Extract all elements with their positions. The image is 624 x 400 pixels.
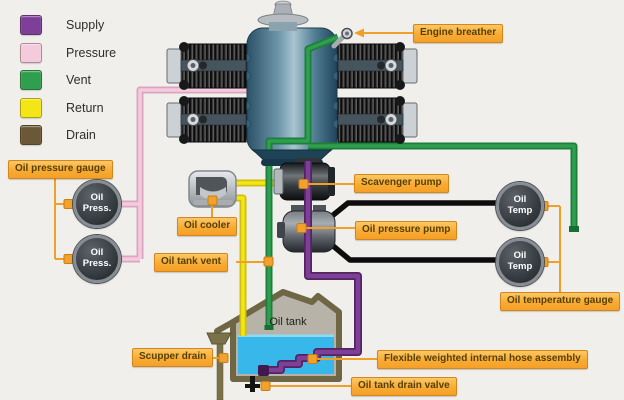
oil-tank-drain-valve: [245, 376, 260, 392]
supply-line: [304, 161, 362, 356]
scupper-drain-pipe: [206, 332, 232, 400]
vent-line: [265, 33, 579, 288]
vent-pipe-outlet: [264, 325, 274, 330]
oil-tank-title: Oil tank: [269, 316, 307, 328]
oil-temperature-gauge-2: Oil Temp: [496, 238, 544, 286]
engine-breather-fitting: [331, 27, 353, 49]
gauge-text: Press.: [82, 203, 112, 214]
legend-label-drain: Drain: [66, 128, 96, 142]
gauge-text: Temp: [507, 205, 533, 216]
oil-cooler: [188, 170, 237, 208]
label-oil-tank-vent: Oil tank vent: [154, 253, 229, 272]
legend-row-supply: Supply: [20, 15, 116, 35]
label-oil-tank-drain-valve: Oil tank drain valve: [351, 377, 457, 396]
oil-temp-cables: [330, 200, 498, 263]
flexible-weighted-hose: [258, 348, 342, 376]
legend-label-supply: Supply: [66, 18, 105, 32]
legend-label-pressure: Pressure: [66, 45, 117, 60]
cylinder-right-lower: [337, 96, 418, 144]
label-oil-pressure-pump: Oil pressure pump: [355, 221, 458, 240]
legend-row-drain: Drain: [20, 125, 116, 145]
legend-label-return: Return: [66, 100, 104, 115]
gauge-text: Oil: [90, 192, 104, 204]
vent-color-swatch: [20, 70, 42, 90]
supply-color-swatch: [20, 15, 42, 35]
drain-color-swatch: [20, 125, 42, 145]
return-color-swatch: [20, 97, 42, 118]
label-oil-temperature-gauge: Oil temperature gauge: [500, 292, 621, 311]
return-line: [232, 179, 284, 292]
label-flexible-hose: Flexible weighted internal hose assembly: [377, 350, 588, 369]
cylinder-left-lower: [166, 96, 247, 144]
overboard-vent-outlet: [569, 226, 579, 232]
hose-weight: [258, 365, 269, 376]
label-scavenger-pump: Scavenger pump: [354, 174, 449, 193]
legend-label-vent: Vent: [66, 73, 92, 87]
cylinder-left-upper: [166, 42, 247, 90]
label-oil-cooler: Oil cooler: [177, 217, 238, 236]
oil-temperature-gauge-1: Oil Temp: [496, 182, 544, 230]
label-scupper-drain: Scupper drain: [132, 348, 214, 367]
callout-connectors: [54, 28, 561, 391]
legend-row-return: Return: [20, 97, 116, 118]
tank-pipe-ends: [239, 286, 274, 336]
label-oil-pressure-gauge: Oil pressure gauge: [8, 160, 113, 179]
gauge-text: Oil: [513, 250, 527, 262]
legend: Supply Pressure Vent Return Drain: [20, 15, 117, 154]
legend-row-vent: Vent: [20, 70, 116, 90]
legend-row-pressure: Pressure: [20, 42, 117, 63]
oil-pressure-gauge-2: Oil Press.: [73, 235, 121, 283]
oil-tank: [206, 289, 342, 400]
propeller-hub: [257, 0, 309, 31]
breather-arrowhead: [354, 28, 364, 38]
oil-level: [238, 336, 334, 374]
pressure-color-swatch: [20, 42, 42, 63]
gauge-text: Oil: [513, 194, 527, 206]
gauge-text: Oil: [90, 247, 104, 259]
oil-pressure-gauge-1: Oil Press.: [73, 180, 121, 228]
gauge-text: Temp: [507, 261, 533, 272]
label-engine-breather: Engine breather: [413, 24, 504, 43]
cylinder-right-upper: [337, 42, 418, 90]
gauge-text: Press.: [82, 258, 112, 269]
